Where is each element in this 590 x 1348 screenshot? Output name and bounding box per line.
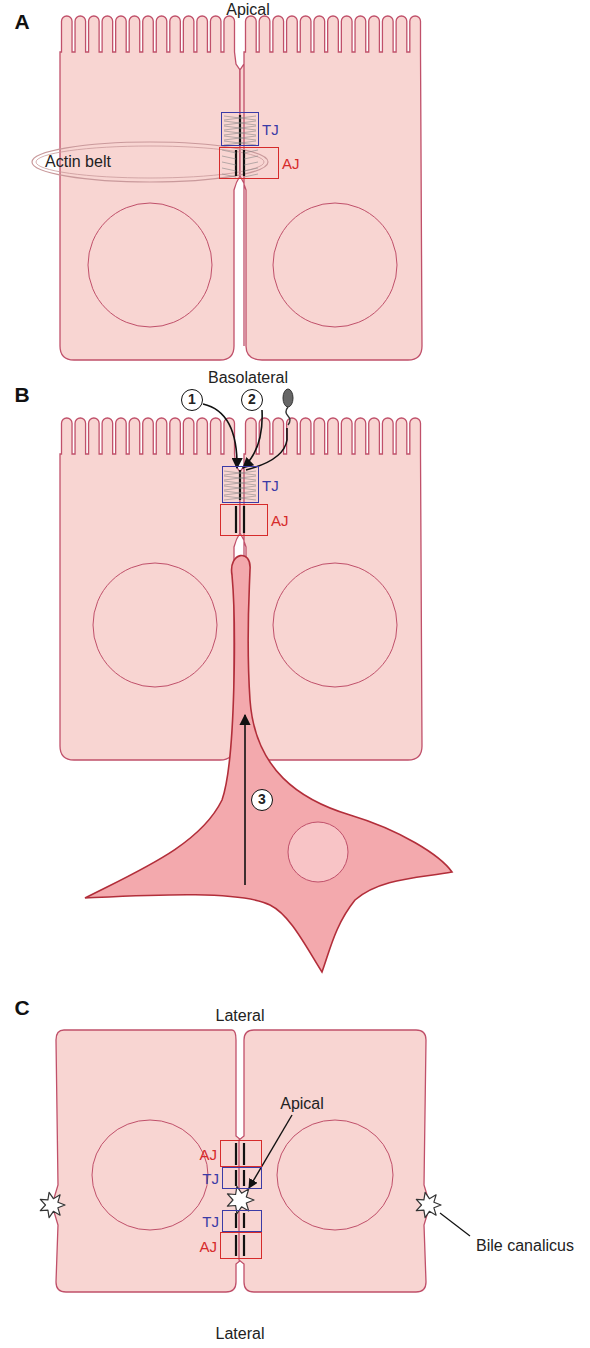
region-label: Basolateral (208, 369, 288, 387)
region-label: Apical (226, 1, 270, 19)
callout-number: 3 (251, 789, 273, 811)
junction-label: AJ (282, 155, 300, 172)
callout-number: 1 (181, 389, 203, 411)
panel-letter: B (14, 383, 29, 406)
junction-box: TJ (222, 466, 259, 503)
callout-number: 2 (241, 389, 263, 411)
junction-box: AJ (220, 1140, 262, 1167)
junction-box: TJ (222, 1210, 262, 1232)
junction-label: TJ (202, 1170, 219, 1187)
junction-box: AJ (220, 504, 268, 536)
junction-label: TJ (202, 1213, 219, 1230)
junction-box: AJ (220, 1232, 262, 1259)
structure-label: Actin belt (45, 153, 111, 171)
junction-box: TJ (221, 112, 259, 146)
junction-label: TJ (262, 121, 279, 138)
region-label: Lateral (216, 1325, 265, 1343)
junction-label: AJ (199, 1237, 217, 1254)
region-label: Lateral (216, 1007, 265, 1025)
panel-letter: C (14, 996, 29, 1019)
region-label: Apical (280, 1095, 324, 1113)
junction-label: TJ (262, 476, 279, 493)
junction-box: TJ (222, 1167, 262, 1189)
junction-label: AJ (199, 1145, 217, 1162)
structure-label: Bile canalicus (476, 1237, 574, 1255)
junction-box: AJ (219, 147, 279, 179)
junction-label: AJ (271, 512, 289, 529)
panel-letter: A (14, 10, 29, 33)
